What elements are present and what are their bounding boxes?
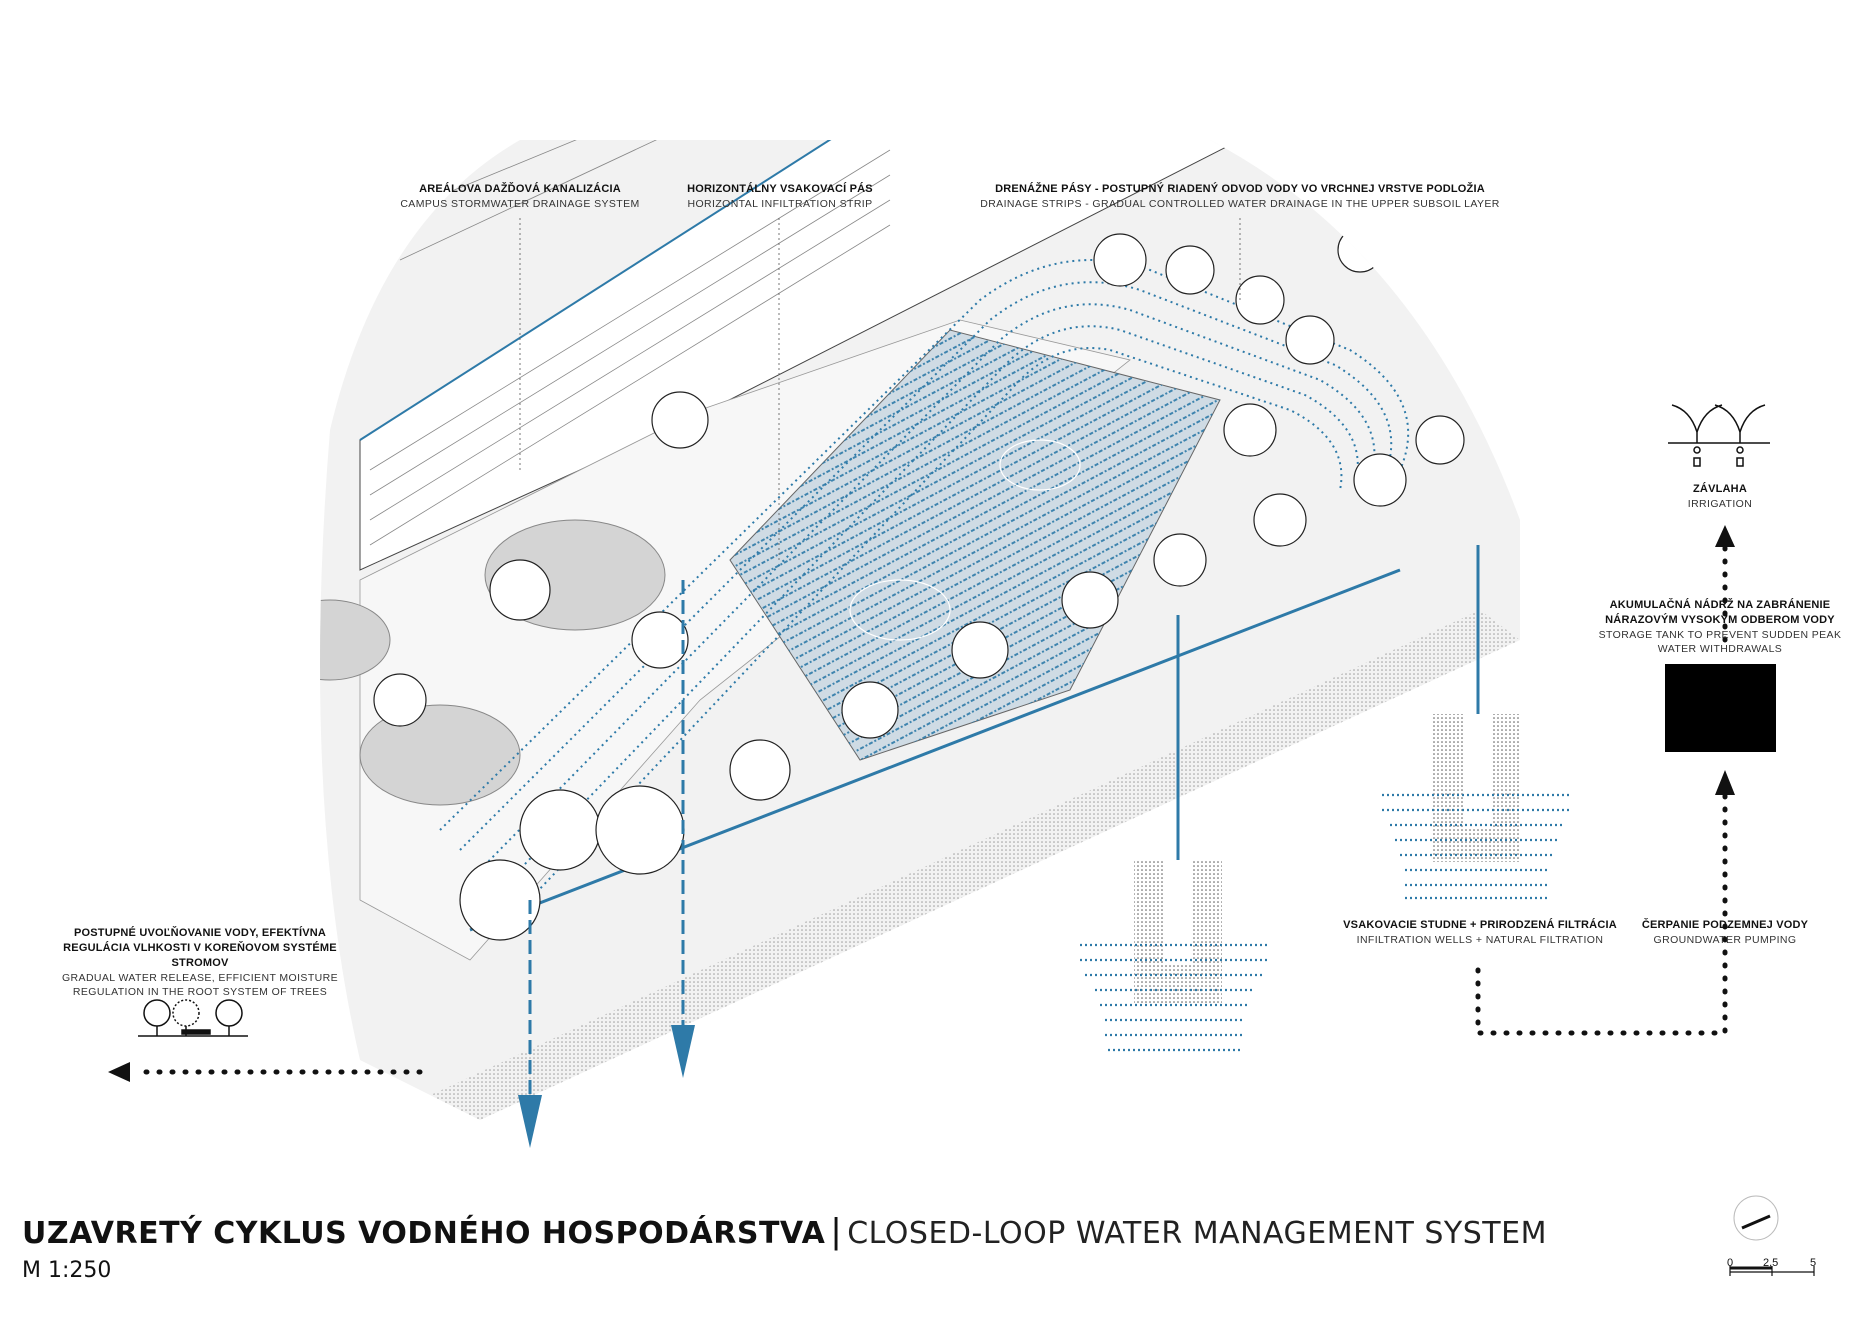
- running-track: [439, 259, 1410, 911]
- infiltration-well: [1080, 860, 1270, 1052]
- plaza-circle: [320, 599, 391, 681]
- label-en: IRRIGATION: [1687, 497, 1753, 510]
- title-separator: |: [831, 1210, 842, 1251]
- title-sk: UZAVRETÝ CYKLUS VODNÉHO HOSPODÁRSTVA: [22, 1216, 826, 1251]
- site-axonometry: [320, 140, 1520, 1120]
- scale-bar: [1729, 1266, 1815, 1276]
- label-sk: VSAKOVACIE STUDNE + PRIRODZENÁ FILTRÁCIA: [1343, 919, 1617, 931]
- label-en: GRADUAL WATER RELEASE, EFFICIENT MOISTUR…: [61, 971, 339, 984]
- label-en: HORIZONTAL INFILTRATION STRIP: [687, 197, 873, 210]
- label-infiltration-strip: HORIZONTÁLNY VSAKOVACÍ PÁS HORIZONTAL IN…: [640, 182, 920, 211]
- scale-ratio: M 1:250: [22, 1258, 112, 1283]
- label-water-release: POSTUPNÉ UVOĽŇOVANIE VODY, EFEKTÍVNA REG…: [45, 926, 355, 999]
- label-en: INFILTRATION WELLS + NATURAL FILTRATION: [1356, 933, 1604, 946]
- label-sk: NÁRAZOVÝM VYSOKÝM ODBEROM VODY: [1605, 613, 1835, 626]
- label-sk: POSTUPNÉ UVOĽŇOVANIE VODY, EFEKTÍVNA: [73, 927, 327, 939]
- leader-lines: [519, 218, 1241, 560]
- label-en: DRAINAGE STRIPS - GRADUAL CONTROLLED WAT…: [980, 197, 1500, 210]
- label-en: WATER WITHDRAWALS: [1657, 642, 1783, 655]
- label-sk: HORIZONTÁLNY VSAKOVACÍ PÁS: [687, 183, 873, 195]
- plaza-circle: [359, 704, 521, 806]
- label-sk: ČERPANIE PODZEMNEJ VODY: [1641, 919, 1809, 931]
- arrow-down-icon: [518, 900, 542, 1148]
- infiltration-well: [1382, 714, 1572, 900]
- storage-tank-icon: [1665, 664, 1776, 752]
- arrow-left-icon: [108, 1062, 130, 1082]
- scale-tick-label: 2,5: [1763, 1257, 1779, 1269]
- arrow-up-icon: [1715, 525, 1735, 547]
- label-storage-tank: AKUMULAČNÁ NÁDRŽ NA ZABRÁNENIE NÁRAZOVÝM…: [1580, 598, 1860, 656]
- arrow-down-icon: [671, 580, 695, 1078]
- school-building: [359, 140, 1241, 571]
- page-title: UZAVRETÝ CYKLUS VODNÉHO HOSPODÁRSTVA|CLO…: [22, 1210, 1547, 1252]
- label-sk: AREÁLOVA DAŽĎOVÁ KANALIZÁCIA: [419, 183, 621, 195]
- label-sk: ZÁVLAHA: [1693, 483, 1747, 495]
- label-sk: AKUMULAČNÁ NÁDRŽ NA ZABRÁNENIE: [1609, 599, 1831, 611]
- label-en: STORAGE TANK TO PREVENT SUDDEN PEAK: [1598, 628, 1842, 641]
- north-arrow-icon: [1733, 1195, 1779, 1241]
- sports-field: [729, 329, 1221, 761]
- scale-tick-label: 5: [1810, 1257, 1817, 1269]
- label-en: REGULATION IN THE ROOT SYSTEM OF TREES: [72, 985, 328, 998]
- label-drainage-strips: DRENÁŽNE PÁSY - POSTUPNÝ RIADENÝ ODVOD V…: [960, 182, 1520, 211]
- label-sk: DRENÁŽNE PÁSY - POSTUPNÝ RIADENÝ ODVOD V…: [995, 183, 1485, 195]
- street-pavement: [420, 610, 1520, 1120]
- infiltration-arrows: [518, 545, 1490, 1148]
- arrow-up-icon: [1715, 770, 1735, 795]
- label-en: GROUNDWATER PUMPING: [1653, 933, 1797, 946]
- flow-loop: [137, 532, 1728, 1075]
- trees-bench-icon: [138, 999, 248, 1037]
- title-block: UZAVRETÝ CYKLUS VODNÉHO HOSPODÁRSTVA|CLO…: [22, 1210, 1547, 1283]
- sprinkler-icon: [1668, 404, 1770, 467]
- label-infiltration-wells: VSAKOVACIE STUDNE + PRIRODZENÁ FILTRÁCIA…: [1340, 918, 1620, 947]
- label-irrigation: ZÁVLAHA IRRIGATION: [1620, 482, 1820, 511]
- label-groundwater-pumping: ČERPANIE PODZEMNEJ VODY GROUNDWATER PUMP…: [1620, 918, 1830, 947]
- label-sk: REGULÁCIA VLHKOSTI V KOREŇOVOM SYSTÉME S…: [63, 941, 337, 969]
- label-stormwater-drainage: AREÁLOVA DAŽĎOVÁ KANALIZÁCIA CAMPUS STOR…: [370, 182, 670, 211]
- scale-tick-label: 0: [1727, 1257, 1734, 1269]
- label-en: CAMPUS STORMWATER DRAINAGE SYSTEM: [400, 197, 640, 210]
- title-en: CLOSED-LOOP WATER MANAGEMENT SYSTEM: [847, 1216, 1547, 1251]
